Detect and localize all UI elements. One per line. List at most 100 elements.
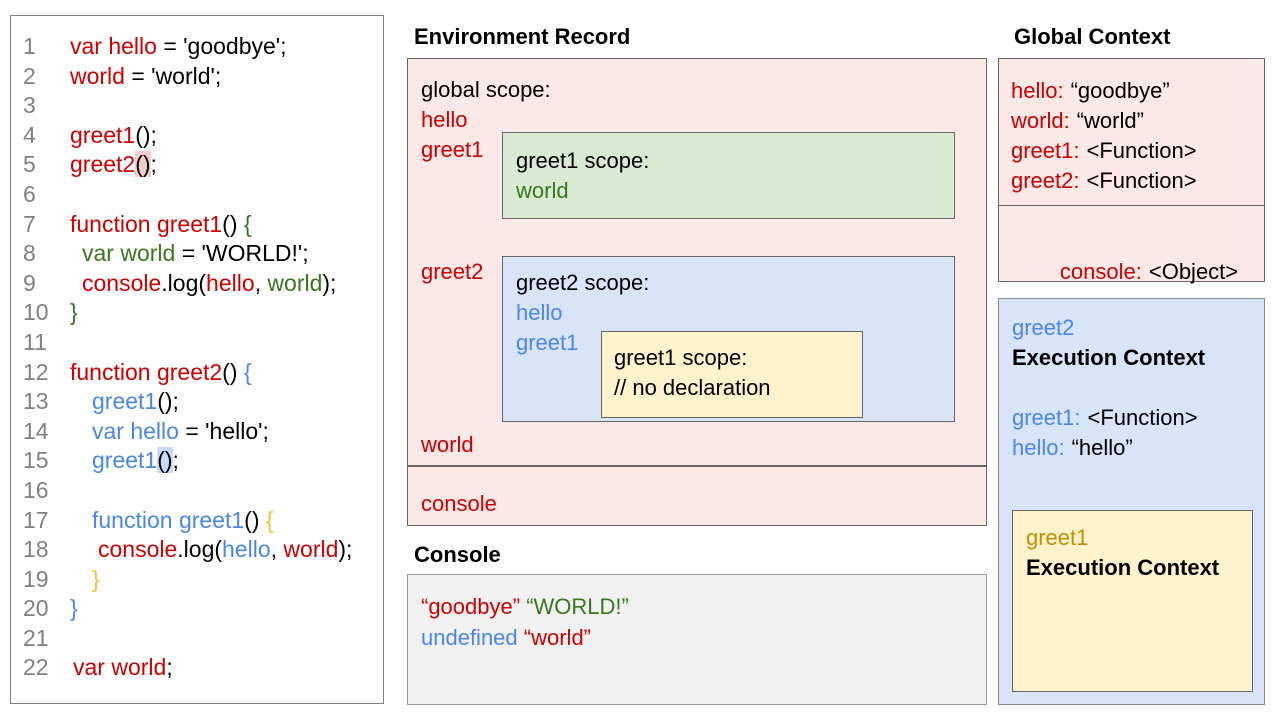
er-greet1-label: greet1 (421, 137, 484, 162)
code-text: console.log(hello, world); (70, 535, 352, 565)
code-line: 17 function greet1() { (23, 506, 379, 536)
line-number: 9 (23, 269, 36, 296)
code-token: () (244, 506, 266, 533)
code-text: var world = 'WORLD!'; (70, 239, 309, 269)
context-entry: hello:“goodbye” (1011, 76, 1264, 106)
code-token: var world (82, 240, 176, 267)
ec-greet1-title: Execution Context (1026, 555, 1220, 580)
line-number: 10 (23, 299, 49, 326)
code-token: { (243, 358, 252, 385)
code-token: function greet1 (92, 506, 245, 533)
code-text: greet1(); (70, 387, 179, 417)
entry-name: hello: (1011, 78, 1064, 103)
code-token: greet1 (92, 447, 158, 474)
code-token: console (98, 536, 178, 563)
line-number: 8 (23, 240, 36, 267)
line-number: 4 (23, 121, 36, 148)
console-output-line: undefined “world” (421, 622, 986, 653)
greet2-scope-box: greet2 scope: hello greet1 greet1 scope:… (502, 256, 955, 422)
code-token: var world (73, 654, 167, 681)
line-number: 18 (23, 536, 49, 563)
inner-greet1-scope-label: greet1 scope: (614, 345, 748, 370)
code-line: 3 (23, 91, 379, 121)
code-line: 21 (23, 624, 379, 654)
code-line: 20} (23, 594, 379, 624)
environment-record-box: global scope: hello greet1 greet1 scope:… (407, 58, 987, 466)
code-text: } (70, 298, 78, 328)
context-entry: greet2:<Function> (1011, 166, 1264, 196)
code-token: ; (172, 447, 179, 474)
line-number: 17 (23, 506, 49, 533)
er-world-label: world (421, 432, 474, 457)
inner-greet1-scope-comment: // no declaration (614, 375, 771, 400)
code-token: { (265, 506, 274, 533)
code-token: greet1 (92, 388, 158, 415)
code-token: undefined (421, 625, 518, 650)
code-token: { (243, 210, 252, 237)
ec-greet2-title: Execution Context (1012, 345, 1206, 370)
line-number: 21 (23, 624, 49, 651)
code-token: } (70, 595, 78, 622)
greet1-scope-box: greet1 scope: world (502, 132, 955, 219)
code-line: 10} (23, 298, 379, 328)
context-entry: greet1:<Function> (1011, 136, 1264, 166)
code-token: .log( (161, 269, 207, 296)
ec-greet2-name: greet2 (1012, 315, 1075, 340)
inner-greet1-scope-box: greet1 scope: // no declaration (601, 331, 863, 418)
global-scope-label: global scope: (421, 77, 551, 102)
code-token: .log( (177, 536, 223, 563)
entry-value: “hello” (1071, 435, 1133, 460)
greet2-execution-context-entries: greet1:<Function>hello:“hello” (1012, 403, 1264, 463)
line-number: 20 (23, 595, 49, 622)
code-token: hello (222, 536, 271, 563)
code-line: 13 greet1(); (23, 387, 379, 417)
line-number: 12 (23, 358, 49, 385)
code-token: = 'hello'; (178, 417, 269, 444)
line-number: 19 (23, 565, 49, 592)
line-number: 6 (23, 180, 36, 207)
entry-name: greet1: (1011, 138, 1080, 163)
greet2-scope-hello: hello (516, 300, 563, 325)
greet1-execution-context-box: greet1 Execution Context (1012, 510, 1253, 692)
line-number: 1 (23, 33, 36, 59)
greet2-scope-greet1: greet1 (516, 330, 579, 355)
console-lines: “goodbye” “WORLD!”undefined “world” (421, 591, 986, 653)
code-token: console (82, 269, 162, 296)
er-console-label: console (421, 491, 497, 516)
greet2-scope-label: greet2 scope: (516, 270, 650, 295)
code-line: 8 var world = 'WORLD!'; (23, 239, 379, 269)
code-token: ); (322, 269, 337, 296)
code-text: world = 'world'; (70, 62, 221, 92)
global-context-title: Global Context (1014, 24, 1171, 49)
global-context-box: hello:“goodbye”world:“world” greet1:<Func… (998, 58, 1265, 284)
line-number: 13 (23, 388, 49, 415)
environment-record-title: Environment Record (414, 24, 631, 49)
code-token: , (254, 269, 268, 296)
context-entry: hello:“hello” (1012, 433, 1264, 463)
greet2-execution-context-box: greet2 Execution Context greet1:<Functio… (998, 298, 1265, 705)
code-token: var hello (92, 417, 179, 444)
code-text: var hello = 'hello'; (70, 417, 269, 447)
code-token: () (222, 358, 244, 385)
code-token: = 'world'; (124, 62, 222, 89)
line-number: 16 (23, 476, 49, 503)
global-context-entries: hello:“goodbye”world:“world” greet1:<Func… (999, 59, 1264, 206)
code-line: 11 (23, 328, 379, 358)
entry-name: world: (1011, 108, 1070, 133)
console-output-box: “goodbye” “WORLD!”undefined “world” (407, 574, 987, 705)
code-token: () (222, 210, 244, 237)
entry-value: “world” (1076, 108, 1144, 133)
greet1-scope-label: greet1 scope: (516, 148, 650, 173)
code-token: , (270, 536, 284, 563)
